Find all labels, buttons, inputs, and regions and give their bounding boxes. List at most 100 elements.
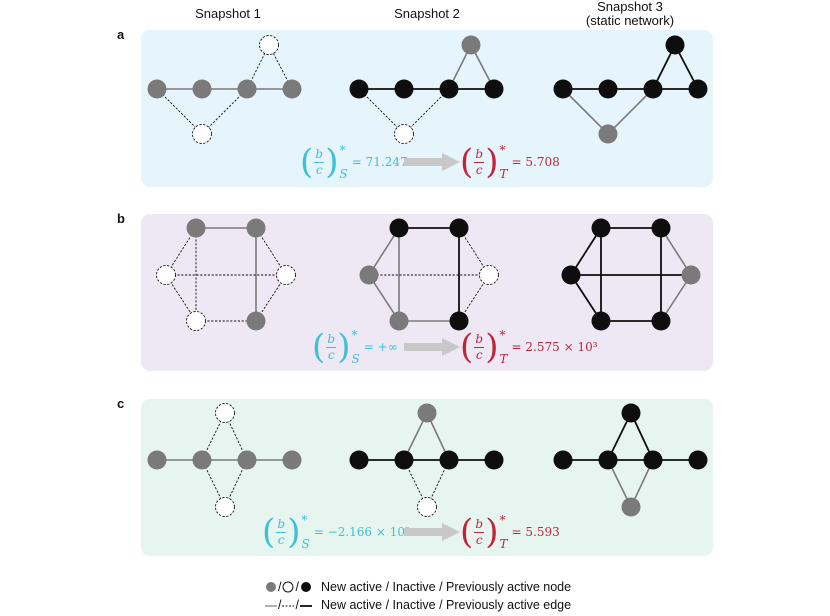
c-snapshot-3-node-0 [553,450,573,470]
c-snapshot-2-node-0 [349,450,369,470]
legend-edge-row: / / New active / Inactive / Previously a… [265,598,571,612]
c-snapshot-1-node-2 [237,450,257,470]
formula-numerator: b [475,516,484,531]
b-snapshot-2-node-4 [389,311,409,331]
column-heading-snapshot-2: Snapshot 2 [394,6,460,21]
legend-previously-active-node-icon [300,582,311,592]
a-snapshot-2-node-0 [349,79,369,99]
formula-subscript: T [499,537,508,551]
formula-numerator: b [327,331,336,346]
b-snapshot-2-node-2 [359,265,379,285]
a-snapshot-1-edge-6 [201,88,248,135]
a-snapshot-2-node-5 [394,124,414,144]
a-snapshot-3-node-0 [553,79,573,99]
b-snapshot-1-node-5 [246,311,266,331]
formula-star: * [351,328,358,342]
formula-numerator: b [315,146,324,161]
a-snapshot-1-node-2 [237,79,257,99]
panel-letter-a: a [117,27,125,42]
formula-subscript: S [301,537,310,551]
formula-value: = +∞ [363,340,398,354]
c-snapshot-1-node-3 [282,450,302,470]
formula-star: * [499,143,506,157]
b-snapshot-3-node-4 [591,311,611,331]
c-snapshot-3-node-1 [598,450,618,470]
legend-inactive-edge-icon [282,605,295,607]
b-snapshot-1-node-3 [276,265,296,285]
formula-numerator: b [277,516,286,531]
c-snapshot-1-node-5 [215,497,235,517]
b-snapshot-1-node-2 [156,265,176,285]
c-snapshot-2-node-1 [394,450,414,470]
a-snapshot-2-edge-6 [403,88,450,135]
formula-star: * [499,328,506,342]
b-snapshot-2-node-3 [479,265,499,285]
a-snapshot-2-node-2 [439,79,459,99]
column-heading-snapshot-3-subtitle: (static network) [585,13,675,28]
formula-subscript: T [499,167,508,181]
c-snapshot-1-node-4 [215,403,235,423]
formula-star: * [339,143,346,157]
legend-node-separator-2: / [295,580,299,594]
b-snapshot-3-node-0 [591,218,611,238]
legend-edge-separator-1: / [278,598,282,612]
b-snapshot-2-node-5 [449,311,469,331]
formula-numerator: b [475,146,484,161]
formula-value: = 2.575 × 10³ [511,340,598,354]
formula-denominator: c [475,532,483,547]
formula-value: = −2.166 × 10² [313,525,410,539]
a-snapshot-1-edge-5 [156,88,203,135]
a-snapshot-1-node-4 [259,35,279,55]
a-snapshot-1-node-5 [192,124,212,144]
b-snapshot-2-node-0 [389,218,409,238]
b-snapshot-1-node-0 [186,218,206,238]
a-snapshot-2-edge-5 [358,88,405,135]
legend-new-active-edge-icon [265,605,277,607]
legend-node-text: New active / Inactive / Previously activ… [320,580,572,594]
c-snapshot-3-node-3 [688,450,708,470]
a-snapshot-3-edge-5 [562,88,609,135]
a-snapshot-3-edge-6 [607,88,654,135]
a-snapshot-3-node-1 [598,79,618,99]
legend-new-active-node-icon [266,582,276,592]
formula-star: * [301,513,308,527]
column-heading-snapshot-1: Snapshot 1 [195,6,261,21]
legend-edge-separator-2: / [295,598,299,612]
column-heading-snapshot-3-title: Snapshot 3 [597,0,663,14]
formula-value: = 71.247 [351,155,408,169]
formula-star: * [499,513,506,527]
legend-node-separator-1: / [278,580,282,594]
a-snapshot-3-node-5 [598,124,618,144]
c-snapshot-1-node-1 [192,450,212,470]
a-snapshot-2-node-4 [461,35,481,55]
b-snapshot-3-node-3 [681,265,701,285]
panel-letter-b: b [117,211,125,226]
formula-denominator: c [315,162,323,177]
formula-value: = 5.593 [511,525,560,539]
formula-subscript: S [351,352,360,366]
column-heading-snapshot-3: Snapshot 3 (static network) [575,0,685,28]
formula-denominator: c [327,347,335,362]
a-snapshot-3-node-2 [643,79,663,99]
c-snapshot-2-node-4 [417,403,437,423]
b-snapshot-3-node-5 [651,311,671,331]
c-snapshot-2-node-2 [439,450,459,470]
c-snapshot-3-node-4 [621,403,641,423]
legend-previously-active-edge-icon [299,605,312,607]
b-snapshot-3-node-2 [561,265,581,285]
formula-subscript: T [499,352,508,366]
formula-subscript: S [339,167,348,181]
arrow-c [404,523,460,541]
a-snapshot-3-node-4 [665,35,685,55]
formula-numerator: b [475,331,484,346]
legend-edge-text: New active / Inactive / Previously activ… [320,598,572,612]
legend-node-row: / / New active / Inactive / Previously a… [265,580,571,594]
panel-letter-c: c [117,396,125,411]
